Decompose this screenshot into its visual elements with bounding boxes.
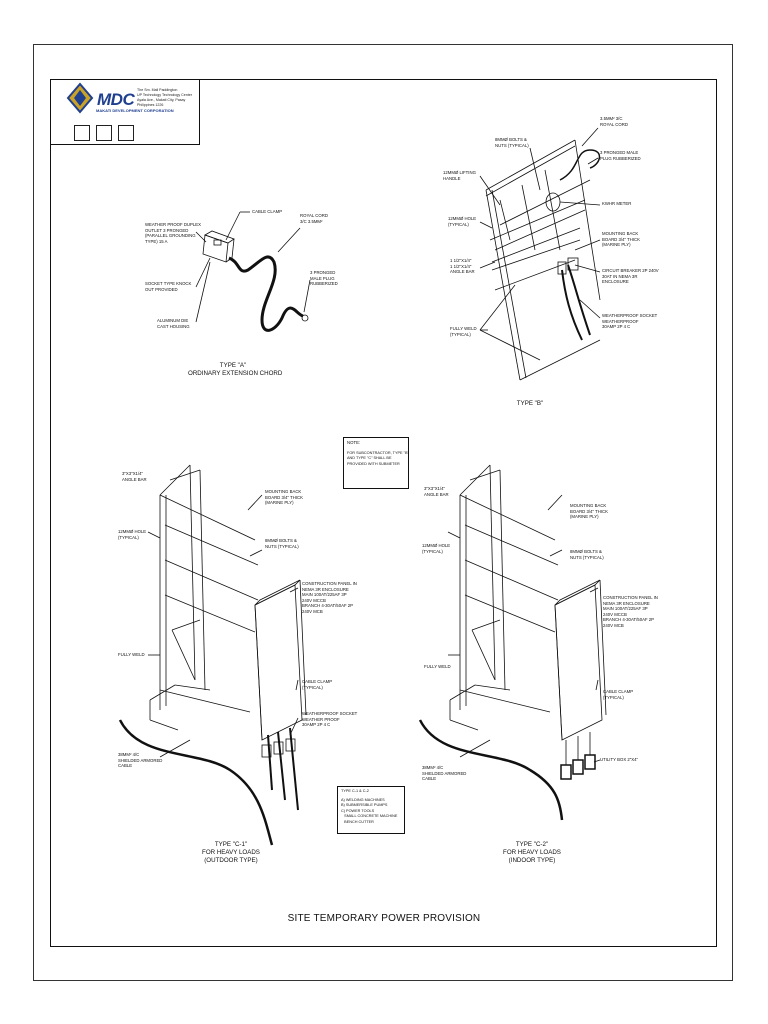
certification-seal-1 <box>74 125 90 141</box>
label-angle-bar-b: 1 1/2"x1/4" 1 1/2"x1/4" ANGLE BAR <box>450 258 475 274</box>
label-bolts-nuts-c1: 8mmø BOLTS & NUTS (TYPICAL) <box>265 538 299 549</box>
label-utility-box-c2: UTILITY BOX 2"x4" <box>600 757 639 762</box>
certification-seal-2 <box>96 125 112 141</box>
type-b-drawing <box>479 127 601 381</box>
label-weatherproof-socket-b: WEATHERPROOF SOCKET WEATHERPROOF 30AMP 2… <box>602 313 658 329</box>
label-construction-panel-c1: CONSTRUCTION PANEL IN NEMA 3R ENCLOSURE … <box>302 581 357 614</box>
drawing-title: SITE TEMPORARY POWER PROVISION <box>287 913 481 924</box>
label-royal-cord-b: 3.5mm² 3/C ROYAL CORD <box>600 116 628 127</box>
sheet-border <box>33 44 733 981</box>
label-weatherproof-outlet: WEATHER PROOF DUPLEX OUTLET 3 PRONGED (P… <box>145 222 202 244</box>
logo-text: MDC <box>97 90 135 109</box>
caption-type-b: TYPE "B" <box>516 400 544 407</box>
label-fully-weld-b: FULLY WELD (TYPICAL) <box>450 326 477 337</box>
label-armored-cable-c2: 38mm² 4/C SHIELDED ARMORED CABLE <box>422 765 467 781</box>
caption-type-c2: TYPE "C-2" FOR HEAVY LOADS (INDOOR TYPE) <box>503 841 561 864</box>
logo-subtitle: MAKATI DEVELOPMENT CORPORATION <box>96 108 174 113</box>
label-prong-male-plug-a: 3 PRONGED MALE PLUG RUBBERIZED <box>310 270 338 286</box>
label-mounting-back-c2: MOUNTING BACK BOARD 3/4" THICK (MARINE P… <box>570 503 608 519</box>
label-circuit-breaker-b: CIRCUIT BREAKER 2P 240V 30AT IN NEMA 3R … <box>602 268 659 284</box>
label-hole-c1: 12mmø HOLE (TYPICAL) <box>118 529 147 540</box>
label-cable-clamp-a: CABLE CLAMP <box>252 209 283 214</box>
label-angle-bar-c2: 3"x3"x1/4" ANGLE BAR <box>424 486 449 497</box>
label-mounting-back-c1: MOUNTING BACK BOARD 3/4" THICK (MARINE P… <box>265 489 303 505</box>
label-armored-cable-c1: 38mm² 4/C SHIELDED ARMORED CABLE <box>118 752 163 768</box>
label-bolts-nuts-c2: 8mmø BOLTS & NUTS (TYPICAL) <box>570 549 604 560</box>
label-royal-cord-a: ROYAL CORD 3/C 3.5mm² <box>300 213 328 224</box>
label-prong-plug-b: 3 PRONGED MALE PLUG RUBBERIZED <box>600 150 641 161</box>
label-fully-weld-c2: FULLY WELD <box>424 664 451 669</box>
label-cable-clamp-c2: CABLE CLAMP (TYPICAL) <box>603 689 634 700</box>
drawing-frame <box>50 79 717 947</box>
company-address: The Sm. Mall Paddington UP Technology Te… <box>137 88 192 107</box>
type-a-drawing <box>195 211 311 332</box>
note-box: NOTE: FOR SUBCONTRACTOR, TYPE "B" AND TY… <box>343 437 409 489</box>
label-aluminum-die-cast: ALUMINUM DIE CAST HOUSING <box>157 318 190 329</box>
title-block <box>50 79 200 145</box>
label-hole-b: 12mmø HOLE (TYPICAL) <box>448 216 477 227</box>
certification-seal-3 <box>118 125 134 141</box>
label-cable-clamp-c1: CABLE CLAMP (TYPICAL) <box>302 679 333 690</box>
label-mounting-back-b: MOUNTING BACK BOARD 3/4" THICK (MARINE P… <box>602 231 640 247</box>
caption-type-a: TYPE "A" ORDINARY EXTENSION CHORD <box>188 362 283 377</box>
label-lifting-handle: 12mmø LIFTING HANDLE <box>443 170 476 181</box>
label-socket-knock-out: SOCKET TYPE KNOCK OUT PROVIDED <box>145 281 192 292</box>
type-c1-drawing <box>118 464 307 846</box>
label-bolts-nuts-b: 8mmø BOLTS & NUTS (TYPICAL) <box>495 137 529 148</box>
label-hole-c2: 12mmø HOLE (TYPICAL) <box>422 543 451 554</box>
caption-type-c1: TYPE "C-1" FOR HEAVY LOADS (OUTDOOR TYPE… <box>202 841 260 864</box>
label-construction-panel-c2: CONSTRUCTION PANEL IN NEMA 3R ENCLOSURE … <box>603 595 658 628</box>
type-c2-drawing <box>418 464 607 821</box>
label-kwhr-meter: KWHR METER <box>602 201 632 206</box>
label-angle-bar-c1: 3"x3"x1/4" ANGLE BAR <box>122 471 147 482</box>
label-fully-weld-c1: FULLY WELD <box>118 652 145 657</box>
label-weatherproof-socket-c1: WEATHERPROOF SOCKET WEATHER PROOF 30AMP … <box>302 711 358 727</box>
type-c-note-box: TYPE C-1 & C-2 A) WELDING MACHINES B) SU… <box>337 786 405 834</box>
